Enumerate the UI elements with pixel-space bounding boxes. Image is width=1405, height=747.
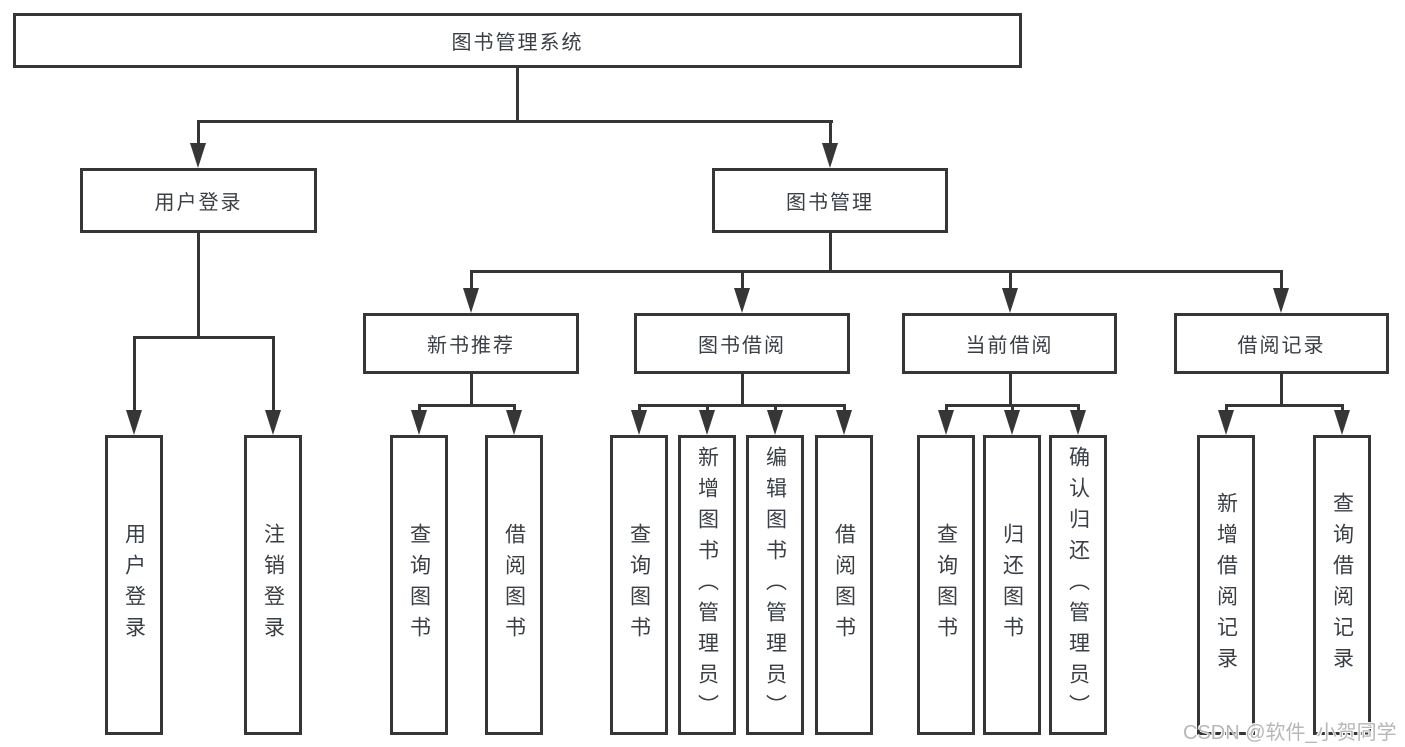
node-borrow-records: 借阅记录 [1174, 313, 1389, 374]
connector-book-borrow-hbar [638, 404, 846, 407]
connector-drop-leaf [513, 404, 516, 413]
arrow-down-icon [699, 410, 715, 435]
leaf-return-books-label: 归还图书 [1000, 523, 1024, 647]
arrow-down-icon [1334, 410, 1350, 435]
arrow-down-icon [411, 410, 427, 435]
leaf-confirm-return-admin: 确认归还（管理员） [1049, 435, 1107, 735]
leaf-user-login-label: 用户登录 [122, 523, 146, 647]
leaf-borrow-query-books-label: 查询图书 [627, 523, 651, 647]
connector-drop-leaf [418, 404, 421, 413]
connector-book-management-hbar [470, 270, 1282, 273]
arrow-down-icon [1002, 288, 1018, 313]
node-new-book-recommend-label: 新书推荐 [427, 335, 515, 357]
arrow-down-icon [463, 288, 479, 313]
connector-drop-user-login [197, 120, 200, 146]
arrow-down-icon [822, 143, 838, 168]
leaf-return-books: 归还图书 [983, 435, 1041, 735]
arrow-down-icon [190, 143, 206, 168]
leaf-query-borrow-record: 查询借阅记录 [1313, 435, 1371, 735]
node-book-management-label: 图书管理 [786, 192, 874, 214]
arrow-down-icon [734, 288, 750, 313]
connector-borrow-records-stem [1280, 374, 1283, 406]
connector-drop-module [1009, 270, 1012, 291]
node-user-login: 用户登录 [80, 168, 317, 233]
connector-drop-book-management [829, 120, 832, 146]
connector-drop-leaf [1341, 404, 1344, 413]
leaf-current-query-books-label: 查询图书 [934, 523, 958, 647]
connector-root-stem [516, 68, 519, 122]
connector-recommend-stem [470, 374, 473, 406]
connector-book-borrow-stem [741, 374, 744, 406]
leaf-logout-label: 注销登录 [261, 523, 285, 647]
node-root: 图书管理系统 [13, 13, 1022, 68]
arrow-down-icon [631, 410, 647, 435]
connector-drop-leaf [1225, 404, 1228, 413]
connector-drop-leaf [1077, 404, 1080, 413]
leaf-add-books-admin-label: 新增图书（管理员） [695, 445, 719, 725]
leaf-borrow-books: 借阅图书 [815, 435, 873, 735]
arrow-down-icon [938, 410, 954, 435]
connector-root-hbar [197, 120, 833, 123]
node-borrow-records-label: 借阅记录 [1237, 335, 1326, 357]
leaf-edit-books-admin-label: 编辑图书（管理员） [763, 445, 787, 725]
node-current-borrow-label: 当前借阅 [965, 335, 1054, 357]
connector-drop-leaf [706, 404, 709, 413]
node-book-management: 图书管理 [712, 168, 948, 233]
node-root-label: 图书管理系统 [451, 32, 584, 54]
leaf-recommend-borrow-books-label: 借阅图书 [502, 523, 526, 647]
connector-user-login-hbar [133, 336, 275, 339]
connector-current-borrow-stem [1009, 374, 1012, 406]
leaf-add-borrow-record: 新增借阅记录 [1197, 435, 1255, 735]
leaf-user-login: 用户登录 [105, 435, 163, 735]
connector-drop-leaf [945, 404, 948, 413]
leaf-current-query-books: 查询图书 [917, 435, 975, 735]
connector-drop-leaf [843, 404, 846, 413]
connector-drop-leaf [638, 404, 641, 413]
leaf-recommend-borrow-books: 借阅图书 [485, 435, 543, 735]
arrow-down-icon [767, 410, 783, 435]
connector-user-login-stem [197, 233, 200, 338]
leaf-query-borrow-record-label: 查询借阅记录 [1330, 492, 1354, 678]
node-user-login-label: 用户登录 [154, 192, 243, 214]
connector-drop-leaf [774, 404, 777, 413]
node-new-book-recommend: 新书推荐 [363, 313, 579, 374]
connector-borrow-records-hbar [1225, 404, 1344, 407]
leaf-logout: 注销登录 [244, 435, 302, 735]
node-book-borrow-label: 图书借阅 [698, 335, 786, 357]
leaf-edit-books-admin: 编辑图书（管理员） [746, 435, 804, 735]
connector-drop-leaf [133, 336, 136, 413]
connector-drop-module [470, 270, 473, 291]
arrow-down-icon [506, 410, 522, 435]
arrow-down-icon [1070, 410, 1086, 435]
leaf-recommend-query-books-label: 查询图书 [407, 523, 431, 647]
arrow-down-icon [126, 410, 142, 435]
leaf-borrow-books-label: 借阅图书 [832, 523, 856, 647]
connector-recommend-hbar [418, 404, 516, 407]
leaf-confirm-return-admin-label: 确认归还（管理员） [1066, 445, 1090, 725]
arrow-down-icon [836, 410, 852, 435]
arrow-down-icon [1218, 410, 1234, 435]
arrow-down-icon [265, 410, 281, 435]
csdn-watermark: CSDN @软件_小贺同学 [1183, 722, 1397, 744]
connector-drop-module [741, 270, 744, 291]
connector-book-management-stem [829, 233, 832, 272]
arrow-down-icon [1273, 288, 1289, 313]
node-book-borrow: 图书借阅 [634, 313, 850, 374]
arrow-down-icon [1004, 410, 1020, 435]
connector-drop-module [1280, 270, 1283, 291]
connector-drop-leaf [272, 336, 275, 413]
node-current-borrow: 当前借阅 [902, 313, 1117, 374]
leaf-add-borrow-record-label: 新增借阅记录 [1214, 492, 1238, 678]
connector-drop-leaf [1011, 404, 1014, 413]
leaf-add-books-admin: 新增图书（管理员） [678, 435, 736, 735]
leaf-borrow-query-books: 查询图书 [610, 435, 668, 735]
leaf-recommend-query-books: 查询图书 [390, 435, 448, 735]
